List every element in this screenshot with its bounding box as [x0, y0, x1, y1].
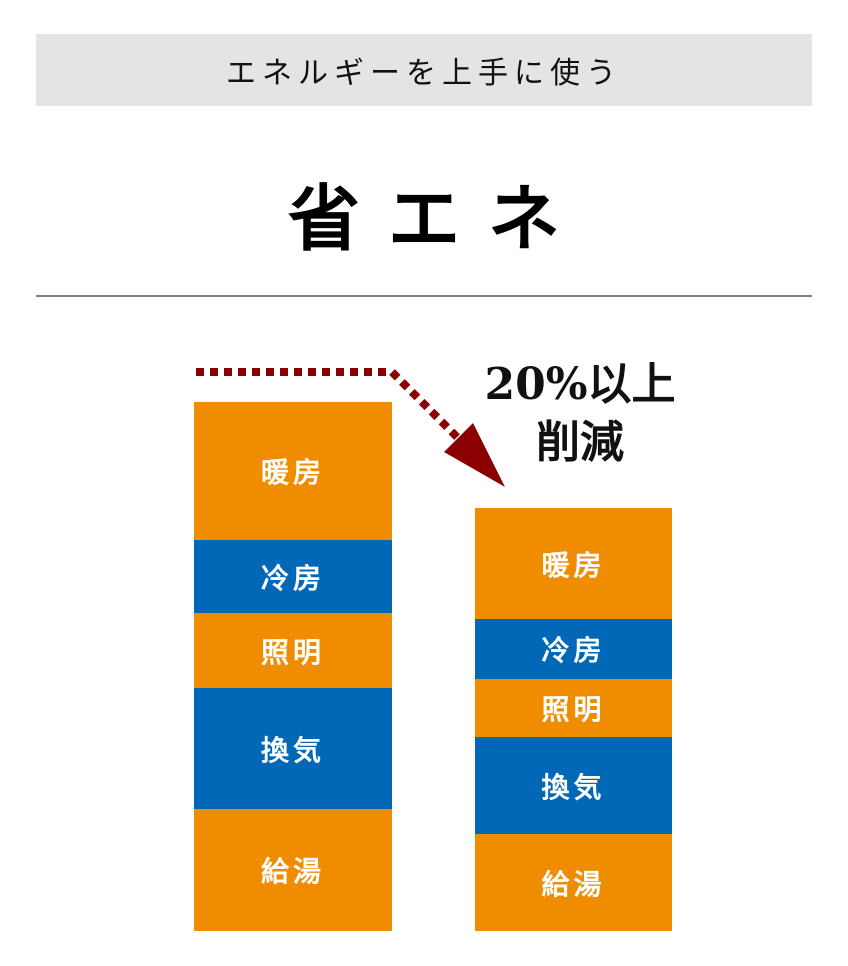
segment-heating: 暖房: [194, 402, 392, 540]
segment-label: 暖房: [541, 548, 606, 582]
segment-lighting: 照明: [194, 613, 392, 688]
segment-label: 換気: [541, 770, 606, 804]
segment-ventilation: 換気: [194, 688, 392, 809]
annotation-line-2: 削減: [536, 417, 624, 468]
segment-hot-water: 給湯: [194, 809, 392, 931]
segment-heating: 暖房: [475, 508, 672, 619]
segment-label: 冷房: [541, 634, 606, 667]
segment-label: 照明: [260, 635, 325, 669]
segment-cooling: 冷房: [194, 540, 392, 613]
divider: [36, 295, 812, 297]
segment-lighting: 照明: [475, 679, 672, 737]
segment-label: 照明: [541, 693, 606, 726]
reduction-annotation: 20%以上 削減: [470, 356, 690, 472]
page-title: 省エネ: [287, 176, 588, 261]
header-band: エネルギーを上手に使う: [36, 34, 812, 106]
segment-label: 換気: [260, 733, 325, 767]
segment-label: 給湯: [260, 855, 325, 888]
segment-label: 給湯: [541, 867, 606, 901]
bar-before: 暖房 冷房 照明 換気 給湯: [194, 402, 392, 931]
segment-cooling: 冷房: [475, 619, 672, 679]
segment-hot-water: 給湯: [475, 834, 672, 931]
subtitle: エネルギーを上手に使う: [226, 56, 622, 91]
annotation-line-1: 20%以上: [484, 359, 676, 410]
bar-after: 暖房 冷房 照明 換気 給湯: [475, 508, 672, 931]
segment-label: 冷房: [260, 561, 325, 595]
segment-ventilation: 換気: [475, 737, 672, 834]
segment-label: 暖房: [260, 456, 325, 489]
